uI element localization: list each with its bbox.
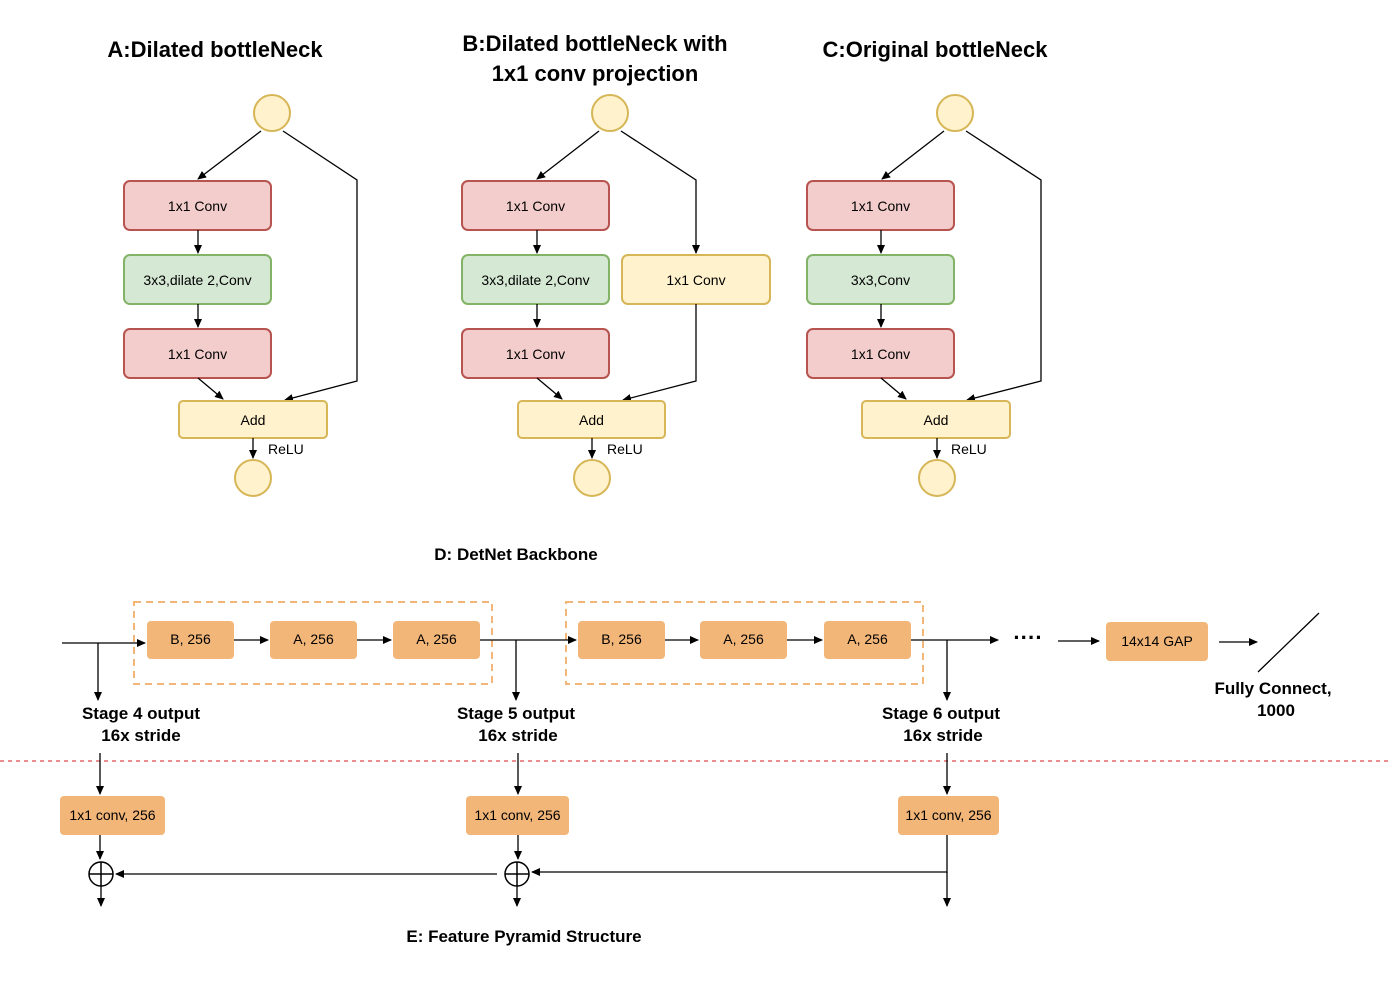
panel-a-conv1-label: 1x1 Conv	[168, 198, 227, 214]
panel-b: B:Dilated bottleNeck with 1x1 conv proje…	[461, 31, 771, 497]
backbone-title: D: DetNet Backbone	[434, 545, 597, 564]
stage6-label-line2: 16x stride	[903, 726, 982, 745]
panel-a-output-node	[234, 459, 272, 497]
stage1-block-1-label: B, 256	[170, 631, 211, 647]
panel-c-conv3-label: 1x1 Conv	[851, 346, 910, 362]
stage2-block-2-label: A, 256	[723, 631, 764, 647]
panel-c-output-node	[918, 459, 956, 497]
fpn-title: E: Feature Pyramid Structure	[406, 927, 641, 946]
panel-c-input-node	[936, 94, 974, 132]
stage2-block-3-label: A, 256	[847, 631, 888, 647]
stage1-block-1	[147, 621, 234, 659]
panel-b-title-line2: 1x1 conv projection	[492, 61, 699, 86]
panel-b-conv1-node	[461, 180, 610, 231]
panel-b-input-node	[591, 94, 629, 132]
stage2-block-3	[824, 621, 911, 659]
panel-b-conv2-label: 3x3,dilate 2,Conv	[481, 272, 589, 288]
panel-a: A:Dilated bottleNeck 1x1 Conv 3x3,dilate…	[107, 37, 358, 497]
stage4-label-line2: 16x stride	[101, 726, 180, 745]
panel-a-input-node	[253, 94, 291, 132]
stage2-block-2	[700, 621, 787, 659]
fc-label-line1: Fully Connect,	[1214, 679, 1331, 698]
panel-a-relu-label: ReLU	[268, 441, 304, 457]
gap-block	[1106, 622, 1208, 661]
fpn-conv-2-label: 1x1 conv, 256	[474, 807, 560, 823]
stage-group-box-1	[133, 601, 493, 685]
stage6-label-line1: Stage 6 output	[882, 704, 1000, 723]
stage2-block-1	[578, 621, 665, 659]
fpn-conv-2	[466, 796, 569, 835]
gap-block-label: 14x14 GAP	[1121, 633, 1193, 649]
panel-b-conv1-label: 1x1 Conv	[506, 198, 565, 214]
stage1-block-3-label: A, 256	[416, 631, 457, 647]
panel-b-title-line1: B:Dilated bottleNeck with	[462, 31, 727, 56]
panel-b-conv3-label: 1x1 Conv	[506, 346, 565, 362]
panel-b-add-label: Add	[579, 412, 604, 428]
panel-a-conv3-label: 1x1 Conv	[168, 346, 227, 362]
panel-b-output-node	[573, 459, 611, 497]
fpn-conv-3	[898, 796, 999, 835]
panel-a-title: A:Dilated bottleNeck	[107, 37, 323, 62]
panel-b-relu-label: ReLU	[607, 441, 643, 457]
panel-c-relu-label: ReLU	[951, 441, 987, 457]
stage1-block-2	[270, 621, 357, 659]
panel-c-conv3-node	[806, 328, 955, 379]
fpn-conv-3-label: 1x1 conv, 256	[905, 807, 991, 823]
panel-b-conv3-node	[461, 328, 610, 379]
circle-plus-icon	[504, 861, 530, 887]
fc-slash	[1257, 612, 1320, 673]
fpn-conv-1-label: 1x1 conv, 256	[69, 807, 155, 823]
stage2-block-1-label: B, 256	[601, 631, 642, 647]
panel-b-projection-label: 1x1 Conv	[666, 272, 725, 288]
circle-plus-icon	[88, 861, 114, 887]
panel-c-conv1-label: 1x1 Conv	[851, 198, 910, 214]
fpn-section: 1x1 conv, 256 1x1 conv, 256 1x1 conv, 25…	[60, 753, 999, 946]
fc-label-line2: 1000	[1257, 701, 1295, 720]
backbone-section: D: DetNet Backbone B, 256 A, 256 A, 256 …	[62, 545, 1332, 745]
panel-c-conv2-label: 3x3,Conv	[851, 272, 910, 288]
fpn-conv-1	[60, 796, 165, 835]
stage1-block-3	[393, 621, 480, 659]
stage1-block-2-label: A, 256	[293, 631, 334, 647]
panel-a-add-label: Add	[241, 412, 266, 428]
stage5-label-line2: 16x stride	[478, 726, 557, 745]
panel-a-conv3-node	[123, 328, 272, 379]
backbone-ellipsis: ····	[1013, 625, 1042, 650]
panel-c-add-label: Add	[924, 412, 949, 428]
stage5-label-line1: Stage 5 output	[457, 704, 575, 723]
panel-c-add-node	[861, 400, 1011, 439]
panel-b-conv2-node	[461, 254, 610, 305]
panel-c-title: C:Original bottleNeck	[823, 37, 1049, 62]
stage4-label-line1: Stage 4 output	[82, 704, 200, 723]
panel-c: C:Original bottleNeck 1x1 Conv 3x3,Conv …	[806, 37, 1049, 497]
panel-a-conv2-label: 3x3,dilate 2,Conv	[143, 272, 251, 288]
stage-group-box-2	[565, 601, 924, 685]
